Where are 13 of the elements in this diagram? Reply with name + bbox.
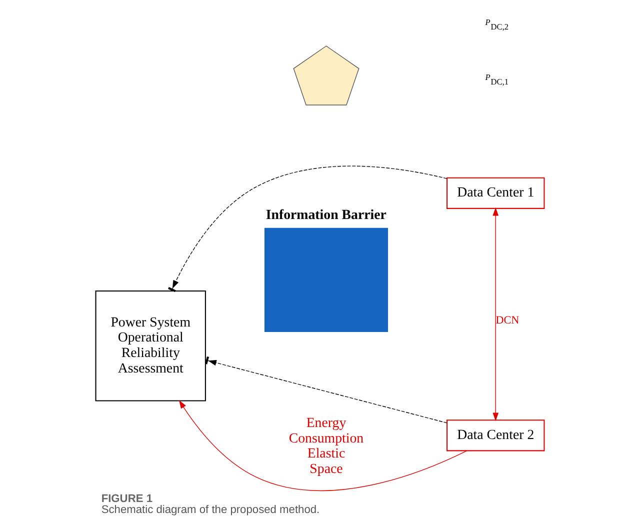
node-box: Data Center 1 (446, 177, 544, 209)
arrow (168, 166, 447, 292)
node-label: Information Barrier (265, 208, 386, 223)
node-pentagon (292, 46, 359, 106)
node-box: Data Center 2 (446, 420, 544, 452)
diagram-title: FIGURE 1 (100, 492, 152, 505)
node-box (264, 228, 388, 332)
arrow (178, 400, 467, 491)
caption: Schematic diagram of the proposed method. (100, 504, 320, 516)
node-box: Power System Operational Reliability Assessment (94, 290, 206, 402)
edge-label: DCN (495, 314, 519, 326)
edge-label: Energy Consumption Elastic Space (288, 416, 364, 477)
arrow (492, 207, 498, 422)
